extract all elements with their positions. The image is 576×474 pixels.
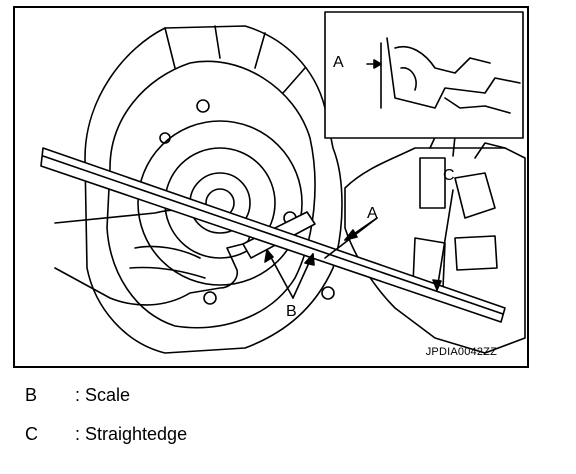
bolt [203,291,217,305]
illustration-frame: A A B C JPDIA0042ZZ [13,6,529,368]
bolt [196,99,210,113]
housing-outline [84,25,343,354]
inset-frame [324,11,524,139]
bolt [321,286,335,300]
callout-a-main: A [367,205,378,222]
figure-code: JPDIA0042ZZ [425,346,497,358]
callout-a-inset: A [333,54,344,71]
legend-desc: : Straightedge [75,424,188,444]
straightedge-face [42,155,504,315]
legend-key: C [25,424,38,444]
transmission-illustration [40,11,526,354]
callout-c-main: C [443,167,455,184]
case-detail [412,157,498,289]
leader-c [436,189,454,291]
legend-key: B [25,385,38,405]
legend-desc: : Scale [75,385,131,405]
housing-rib [164,25,306,94]
housing-rim [106,60,316,329]
callout-b-main: B [286,303,297,320]
hand-finger [129,245,206,279]
transmission-case [344,147,526,354]
converter-ring-outer [137,120,303,286]
inset-detail [380,37,521,114]
bolt [159,132,171,144]
